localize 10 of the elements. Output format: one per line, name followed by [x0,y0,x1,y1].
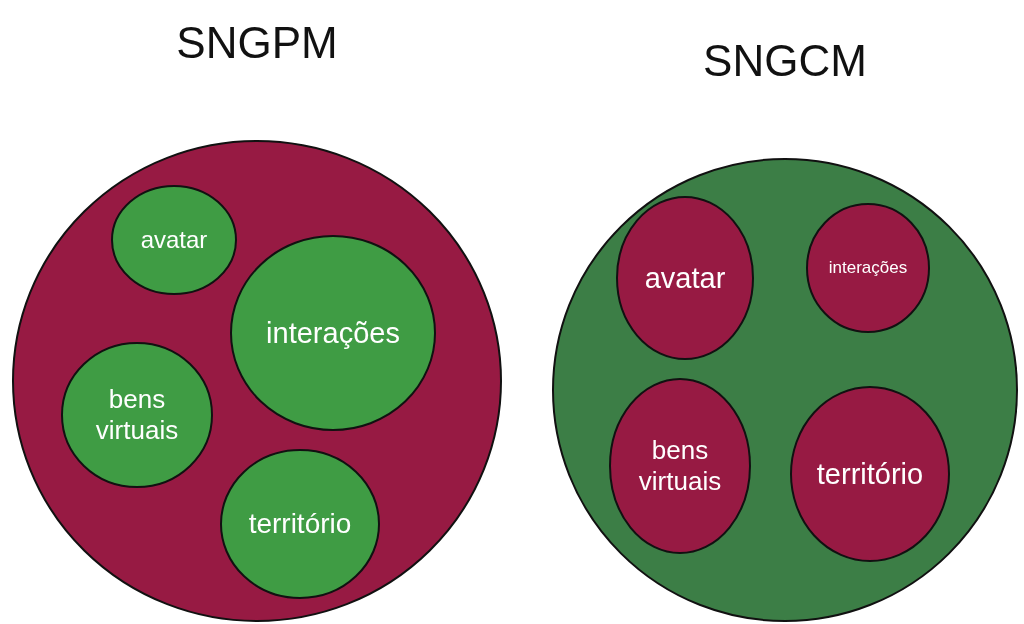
topic-label: bens virtuais [94,383,180,447]
topic-label: bens virtuais [637,434,723,498]
topic-label: interações [827,257,909,279]
topic-label: território [247,507,353,541]
topic-label: avatar [643,260,727,296]
topic-label: território [815,456,925,492]
topic-label: avatar [139,225,209,255]
topic-label: interações [265,315,401,351]
heading: SNGCM [702,36,868,86]
heading: SNGPM [175,18,339,68]
